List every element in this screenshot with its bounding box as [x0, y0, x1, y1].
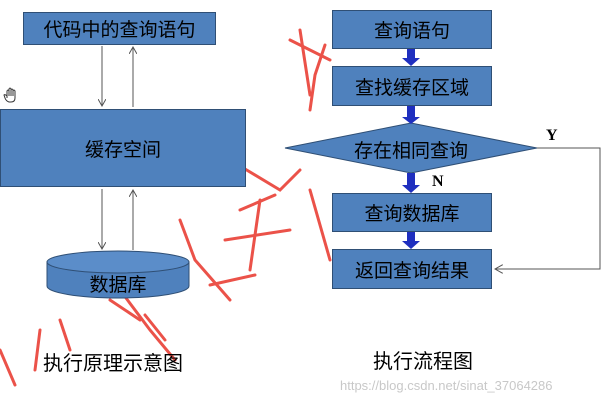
no-label: N — [432, 173, 444, 190]
code-query-box: 代码中的查询语句 — [23, 12, 216, 45]
step-find-cache-label: 查找缓存区域 — [354, 76, 469, 99]
step-return-result: 返回查询结果 — [332, 249, 492, 289]
step-query-database-label: 查询数据库 — [364, 203, 460, 225]
left-caption: 执行原理示意图 — [43, 351, 183, 375]
yes-label: Y — [546, 127, 558, 144]
cache-space-label: 缓存空间 — [84, 138, 161, 161]
arrow-1-shaft — [407, 49, 415, 59]
arrow-4-shaft — [407, 232, 415, 242]
arrow-2-shaft — [407, 106, 415, 118]
arrow-3-head — [402, 185, 420, 193]
step-return-result-label: 返回查询结果 — [354, 259, 469, 282]
step-query-statement-label: 查询语句 — [373, 20, 450, 42]
yes-branch-line — [496, 147, 601, 269]
step-query-statement: 查询语句 — [332, 10, 492, 49]
arrow-3-shaft — [407, 173, 415, 186]
right-caption: 执行流程图 — [373, 349, 473, 373]
cache-space-box: 缓存空间 — [0, 109, 246, 187]
step-query-database: 查询数据库 — [332, 193, 492, 232]
step-find-cache: 查找缓存区域 — [332, 66, 492, 106]
watermark-url: https://blog.csdn.net/sinat_37064286 — [340, 378, 553, 393]
code-query-label: 代码中的查询语句 — [43, 19, 196, 41]
step-same-query-label: 存在相同查询 — [353, 140, 468, 162]
arrow-1-head — [402, 58, 420, 66]
database-label: 数据库 — [89, 274, 147, 296]
arrow-4-head — [402, 241, 420, 249]
arrow-2-head — [402, 117, 420, 124]
